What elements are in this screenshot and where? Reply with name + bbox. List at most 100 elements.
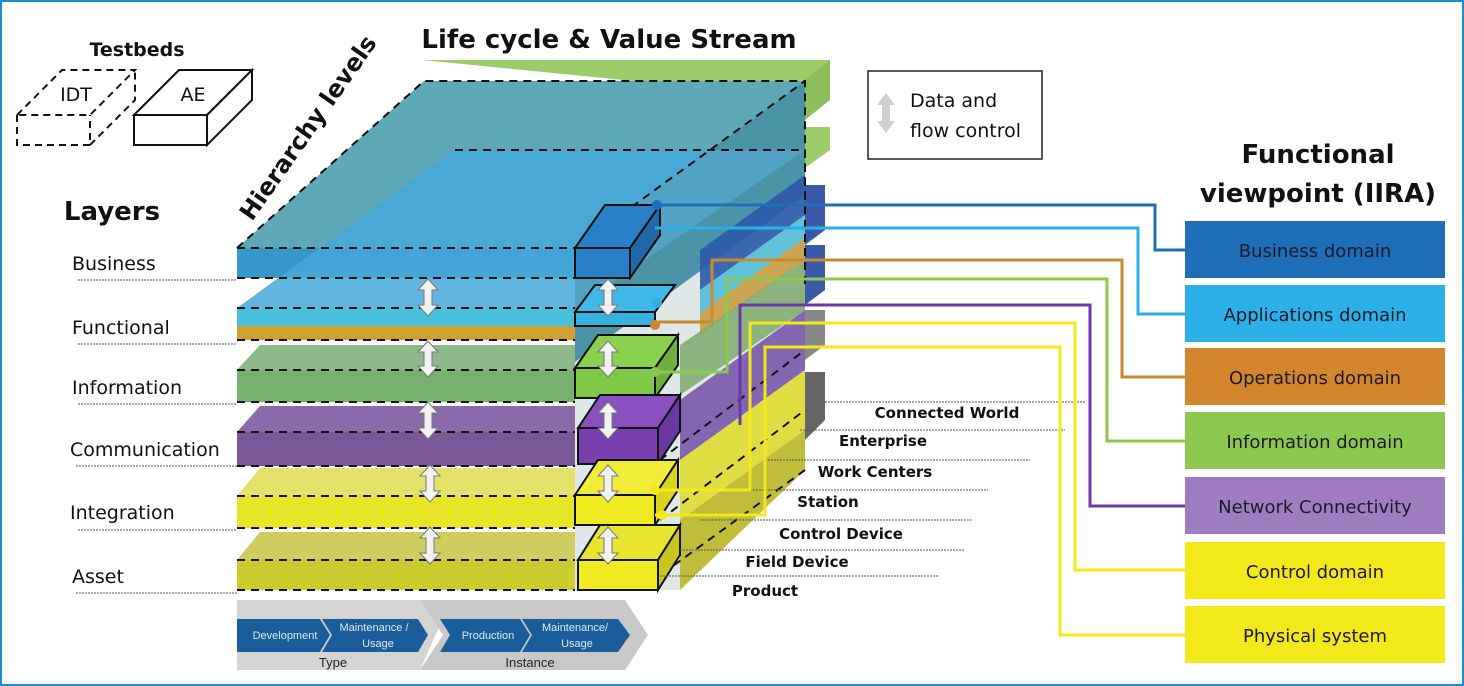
legend-line-2: flow control	[910, 120, 1021, 142]
slab-functional-front	[237, 308, 575, 326]
domain-information[interactable]: Information domain	[1185, 412, 1445, 469]
lifecycle-instance-label: Instance	[505, 655, 554, 670]
double-arrow-icon	[418, 464, 442, 503]
hierarchy-level: Enterprise	[839, 432, 927, 450]
functional-viewpoint-title-2: viewpoint (IIRA)	[1200, 179, 1436, 209]
layer-name: Information	[72, 377, 182, 399]
lifecycle-step-label: Usage	[362, 638, 394, 650]
double-arrow-icon	[416, 401, 440, 440]
layer-name: Integration	[70, 502, 175, 524]
lifecycle-type-label: Type	[319, 655, 347, 670]
double-arrow-icon	[596, 526, 620, 565]
domain-label: Operations domain	[1229, 368, 1401, 389]
layer-label-asset: Asset	[72, 566, 237, 594]
hierarchy-level: Work Centers	[818, 463, 933, 481]
domain-operations[interactable]: Operations domain	[1185, 348, 1445, 405]
hierarchy-level: Product	[732, 582, 798, 600]
layer-slabs	[236, 60, 830, 594]
domain-control[interactable]: Control domain	[1185, 542, 1445, 599]
domain-business[interactable]: Business domain	[1185, 221, 1445, 278]
lifecycle-step-label: Maintenance /	[339, 622, 409, 634]
domain-network-connectivity[interactable]: Network Connectivity	[1185, 477, 1445, 534]
layer-label-integration: Integration	[70, 502, 237, 531]
testbed-idt-label: IDT	[60, 84, 92, 106]
double-arrow-icon	[418, 526, 442, 565]
slab-asset-front	[237, 560, 575, 590]
domain-applications[interactable]: Applications domain	[1185, 285, 1445, 342]
double-arrow-icon	[416, 278, 440, 317]
double-arrow-icon	[596, 464, 620, 503]
slab-information-top	[237, 345, 575, 370]
lifecycle-step	[237, 619, 330, 652]
layer-label-communication: Communication	[70, 439, 237, 467]
strip-integration	[680, 370, 805, 520]
connector-network	[738, 303, 1185, 508]
connector-information	[655, 277, 1185, 443]
hierarchy-levels: Connected World Enterprise Work Centers …	[660, 401, 1085, 600]
connector-operations	[655, 258, 1185, 379]
slab-top-green-side	[805, 60, 830, 120]
lifecycle-step-label: Usage	[561, 638, 593, 650]
lifecycle-bar: Development Maintenance / Usage Producti…	[237, 600, 648, 670]
connector-applications	[655, 226, 1185, 316]
lifecycle-step-label: Maintenance/	[542, 622, 609, 634]
lifecycle-step	[440, 619, 530, 652]
double-arrow-icon	[596, 340, 620, 378]
flow-arrows	[416, 278, 620, 565]
layer-label-functional: Functional	[72, 317, 237, 345]
cube-gray-1	[805, 310, 825, 360]
lifecycle-title: Life cycle & Value Stream	[421, 25, 796, 55]
connector-control	[655, 321, 1185, 572]
slab-communication-front	[237, 432, 575, 466]
connector-dots	[650, 200, 667, 520]
domain-connectors	[655, 203, 1185, 637]
double-arrow-icon	[596, 278, 620, 317]
cube-blue-1	[805, 185, 825, 245]
double-arrow-icon	[416, 340, 440, 378]
cube-blue-2	[805, 245, 825, 305]
domain-label: Business domain	[1239, 241, 1392, 262]
hierarchy-level: Connected World	[875, 404, 1020, 422]
domain-physical-system[interactable]: Physical system	[1185, 606, 1445, 663]
layer-label-information: Information	[72, 377, 237, 405]
double-arrow-icon	[596, 401, 620, 440]
domain-label: Applications domain	[1223, 305, 1406, 326]
testbeds-group: Testbeds IDT AE	[14, 39, 255, 148]
testbed-ae-label: AE	[180, 84, 205, 106]
testbeds-title: Testbeds	[89, 39, 184, 61]
slab-asset-top	[237, 532, 575, 560]
slab-information-front	[237, 370, 575, 402]
testbed-idt-icon	[14, 69, 138, 146]
domain-label: Information domain	[1226, 432, 1403, 453]
hierarchy-level: Control Device	[779, 525, 903, 543]
strip-information	[680, 260, 805, 395]
legend-line-1: Data and	[910, 90, 997, 112]
slab-communication-top	[237, 406, 575, 432]
slab-integration-top	[237, 468, 575, 496]
cube-gray-2	[805, 372, 825, 440]
layer-name: Business	[72, 253, 156, 275]
domain-label: Network Connectivity	[1218, 497, 1412, 518]
legend-box: Data and flow control	[867, 70, 1043, 160]
layer-name: Asset	[72, 566, 124, 588]
lifecycle-step	[522, 619, 630, 652]
lifecycle-step	[322, 619, 428, 652]
layer-name: Functional	[72, 317, 170, 339]
hierarchy-level: Field Device	[745, 553, 848, 571]
slab-operations-front	[237, 326, 575, 340]
testbed-ae-icon	[131, 67, 255, 148]
slab-functional-top	[237, 150, 805, 308]
slab-2-green	[805, 127, 830, 168]
layer-label-business: Business	[72, 253, 237, 281]
domain-label: Control domain	[1246, 562, 1384, 583]
layers-title: Layers	[64, 197, 160, 227]
connector-physical	[655, 345, 1185, 637]
slab-integration-front	[237, 496, 575, 528]
lifecycle-step-label: Production	[462, 630, 515, 642]
functional-viewpoint-title-1: Functional	[1241, 140, 1394, 170]
connector-business	[655, 203, 1185, 252]
domain-label: Physical system	[1243, 626, 1387, 647]
domain-list: Business domain Applications domain Oper…	[1185, 221, 1445, 663]
